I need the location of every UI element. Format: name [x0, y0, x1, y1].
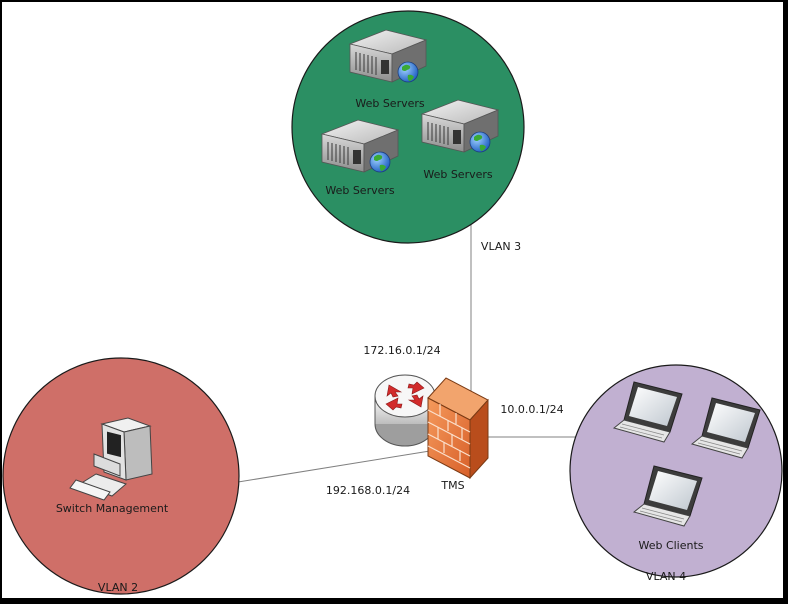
vlan2-gateway-address: 192.168.0.1/24 — [326, 484, 410, 497]
web-server-label: Web Servers — [423, 168, 493, 181]
router-firewall-icon — [374, 374, 489, 480]
vlan4-gateway-address: 10.0.0.1/24 — [500, 403, 563, 416]
vlan2-label: VLAN 2 — [98, 581, 138, 594]
vlan4-label: VLAN 4 — [646, 570, 686, 583]
vlan3-gateway-address: 172.16.0.1/24 — [363, 344, 440, 357]
desktop-computer-icon — [69, 417, 153, 501]
switch-management-label: Switch Management — [56, 502, 169, 515]
tms-label: TMS — [440, 479, 464, 492]
web-server-label: Web Servers — [325, 184, 395, 197]
vlan3-label: VLAN 3 — [481, 240, 521, 253]
network-links — [231, 222, 575, 484]
web-server-label: Web Servers — [355, 97, 425, 110]
web-clients-label: Web Clients — [638, 539, 703, 552]
link-to-vlan2 — [231, 449, 437, 484]
